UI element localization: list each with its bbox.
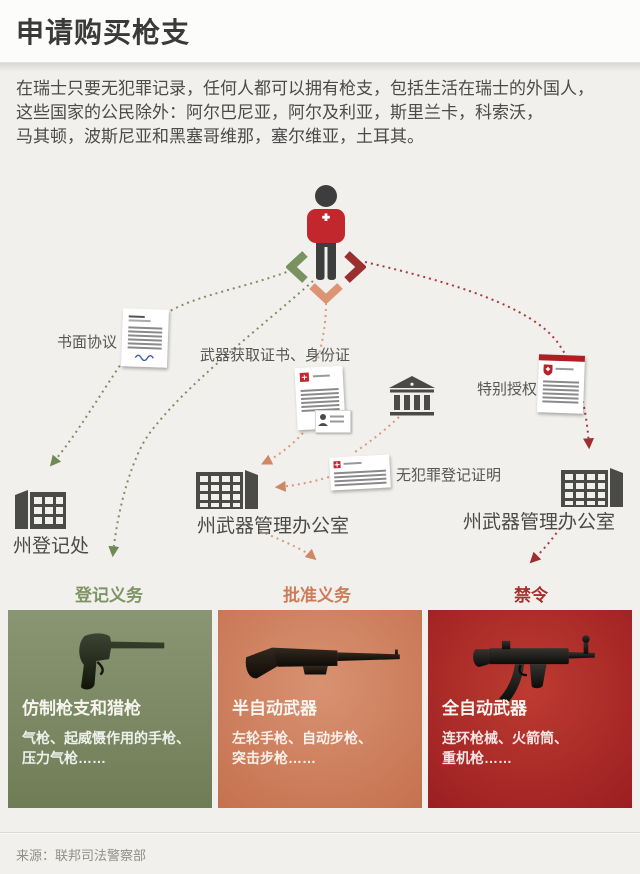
special-authorization-document-icon: [537, 354, 585, 414]
signature-icon: [134, 354, 154, 362]
special-authorization-label: 特别授权: [477, 381, 538, 398]
bank-icon: [389, 376, 435, 416]
registry-building-icon: [15, 490, 66, 529]
category-title: 半自动武器: [232, 699, 317, 718]
category-title: 全自动武器: [442, 699, 527, 718]
chevron-left-icon: [286, 251, 308, 283]
category-title: 仿制枪支和猎枪: [22, 699, 141, 718]
category-card-imitation-hunting: 仿制枪支和猎枪 气枪、起威慑作用的手枪、 压力气枪……: [8, 610, 212, 808]
approval-duty-label: 批准义务: [283, 586, 351, 605]
intro-text: 在瑞士只要无犯罪记录，任何人都可以拥有枪支，包括生活在瑞士的外国人， 这些国家的…: [16, 79, 594, 147]
weapons-office-right-label: 州武器管理办公室: [463, 512, 616, 533]
written-agreement-document-icon: [121, 308, 169, 368]
pistol-icon: [79, 633, 165, 690]
ban-label: 禁令: [514, 586, 548, 605]
person-icon: [307, 185, 345, 280]
header-shadow: [0, 63, 640, 72]
shotgun-icon: [245, 647, 400, 679]
weapons-office-center-label: 州武器管理办公室: [197, 516, 350, 537]
no-criminal-record-card-icon: [329, 454, 391, 491]
header-bar: [0, 0, 640, 63]
chevron-down-icon: [309, 283, 343, 303]
category-desc: 连环枪械、火箭筒、 重机枪……: [442, 730, 568, 767]
written-agreement-label: 书面协议: [57, 334, 118, 351]
weapons-office-center-building-icon: [196, 470, 258, 509]
registry-office-label: 州登记处: [13, 536, 90, 557]
category-desc: 气枪、起威慑作用的手枪、 压力气枪……: [22, 730, 190, 767]
category-card-semi-automatic: 半自动武器 左轮手枪、自动步枪、 突击步枪……: [218, 610, 422, 808]
swiss-shield-icon: [543, 364, 553, 376]
source-credit: 来源：联邦司法警察部: [16, 848, 147, 863]
no-criminal-record-label: 无犯罪登记证明: [396, 467, 502, 484]
category-desc: 左轮手枪、自动步枪、 突击步枪……: [232, 730, 372, 767]
weapons-office-right-building-icon: [561, 468, 623, 507]
acquisition-cert-label: 武器获取证书、身份证: [200, 347, 351, 364]
category-card-fully-automatic: 全自动武器 连环枪械、火箭筒、 重机枪……: [428, 610, 632, 808]
submachine-gun-icon: [473, 635, 595, 703]
page-title: 申请购买枪支: [16, 17, 191, 48]
id-card-icon: [315, 410, 351, 433]
footer-divider: [0, 832, 640, 834]
registration-duty-label: 登记义务: [75, 586, 143, 605]
chevron-right-icon: [344, 251, 366, 283]
